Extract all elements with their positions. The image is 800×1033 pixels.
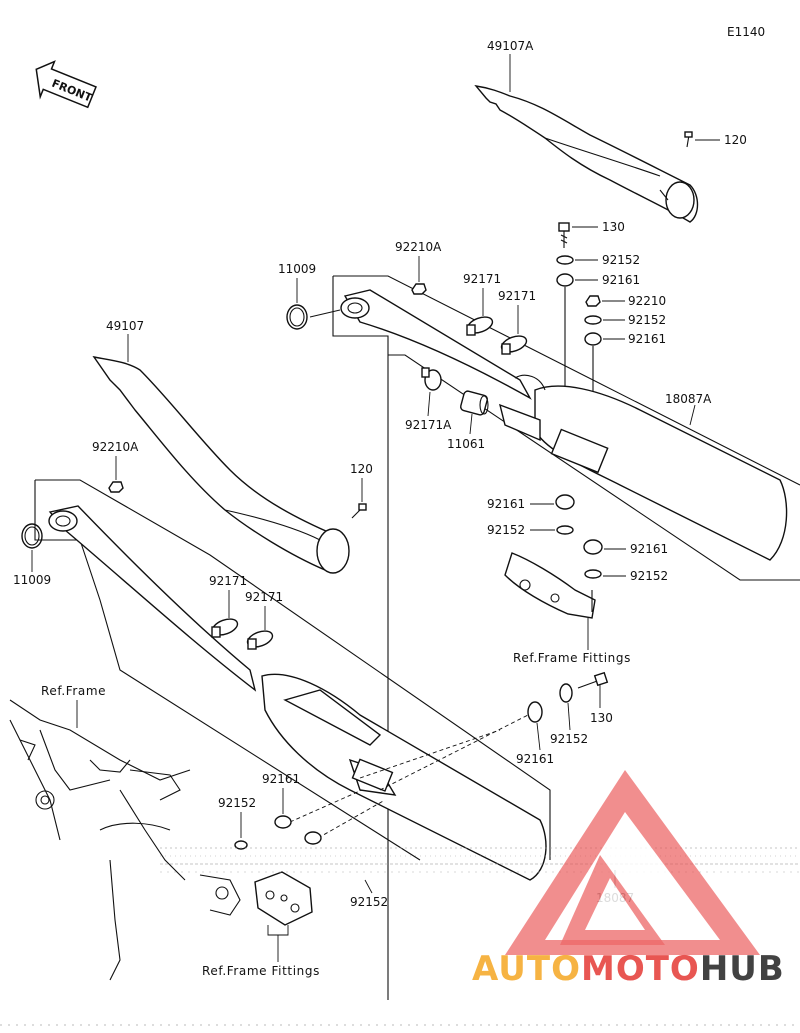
grommet-92161-f xyxy=(274,815,292,829)
label-92210A-left: 92210A xyxy=(92,440,139,454)
label-11061: 11061 xyxy=(447,437,485,451)
heat-shield-49107 xyxy=(92,355,350,574)
watermark-text: AUTOMOTOHUB xyxy=(472,949,785,989)
label-92161-e: 92161 xyxy=(516,752,554,766)
label-49107A: 49107A xyxy=(487,39,534,53)
label-ref-frame-fittings-right: Ref.Frame Fittings xyxy=(513,651,631,665)
nut-92210 xyxy=(585,295,601,307)
leader xyxy=(469,413,473,435)
grommet-92161-e xyxy=(527,701,543,723)
leader xyxy=(267,925,289,936)
label-130-low: 130 xyxy=(590,711,613,725)
muffler-frame-top xyxy=(333,275,800,486)
watermark-part1: AUTO xyxy=(472,949,581,989)
label-ref-frame: Ref.Frame xyxy=(41,684,106,698)
watermark-part2: MOTO xyxy=(581,949,700,989)
washer-92152-b xyxy=(584,315,602,325)
leader xyxy=(364,879,373,894)
leader xyxy=(567,702,571,731)
label-92171-a: 92171 xyxy=(463,272,501,286)
label-130-top: 130 xyxy=(602,220,625,234)
label-92152-c: 92152 xyxy=(487,523,525,537)
exhaust-pipe-lower xyxy=(48,505,257,692)
washer-92152-c xyxy=(556,525,574,535)
label-92171-c: 92171 xyxy=(209,574,247,588)
muffler-lower-18087 xyxy=(261,673,547,881)
bolt-130-top xyxy=(558,222,570,248)
muffler-frame-bottom xyxy=(388,354,800,581)
label-92161-f: 92161 xyxy=(262,772,300,786)
label-120-mid: 120 xyxy=(350,462,373,476)
label-92152-a: 92152 xyxy=(602,253,640,267)
grommet-92161-d xyxy=(583,539,603,555)
label-92171-d: 92171 xyxy=(245,590,283,604)
label-120-top: 120 xyxy=(724,133,747,147)
bolt-130-low xyxy=(577,671,609,689)
label-11009-top: 11009 xyxy=(278,262,316,276)
label-92161-d: 92161 xyxy=(630,542,668,556)
label-92152-d: 92152 xyxy=(630,569,668,583)
leader xyxy=(309,309,341,318)
label-92161-c: 92161 xyxy=(487,497,525,511)
lower-frame xyxy=(34,480,80,541)
diagram-code: E1140 xyxy=(727,25,765,39)
grommet-92161-c xyxy=(555,494,575,510)
label-92152-b: 92152 xyxy=(628,313,666,327)
grommet-92161-a xyxy=(556,273,574,287)
watermark-part3: HUB xyxy=(700,949,785,989)
watermark-logo: AUTOMOTOHUB xyxy=(472,770,785,989)
label-92152-g: 92152 xyxy=(350,895,388,909)
leader xyxy=(536,722,541,751)
clamp-92171-a xyxy=(466,316,494,336)
clamp-92171-d xyxy=(246,630,274,650)
label-92152-e: 92152 xyxy=(550,732,588,746)
label-18087A: 18087A xyxy=(665,392,712,406)
frame-fitting-bracket-right xyxy=(504,552,596,619)
muffler-frame-left xyxy=(332,276,389,1000)
washer-92152-e xyxy=(559,683,573,703)
clamp-92171A xyxy=(421,367,442,391)
label-92161-a: 92161 xyxy=(602,273,640,287)
bolt-120-top xyxy=(684,131,693,148)
label-92210A-top: 92210A xyxy=(395,240,442,254)
heat-shield-49107A xyxy=(474,85,699,223)
label-49107: 49107 xyxy=(106,319,144,333)
frame-fitting-bracket-bottom xyxy=(254,871,313,926)
dashed-assembly-line xyxy=(289,789,363,823)
washer-92152-a xyxy=(556,255,574,265)
washer-92152-d xyxy=(584,569,602,579)
leader xyxy=(689,404,696,426)
label-11009-left: 11009 xyxy=(13,573,51,587)
lower-frame xyxy=(79,539,421,861)
label-ref-frame-fittings-bottom: Ref.Frame Fittings xyxy=(202,964,320,978)
exhaust-pipe-upper xyxy=(340,289,532,400)
grommet-near-92152-g xyxy=(304,831,322,845)
label-92210: 92210 xyxy=(628,294,666,308)
grommet-92161-b xyxy=(584,332,602,346)
dashed-assembly-line xyxy=(317,799,386,839)
bolt-120-mid xyxy=(351,503,367,519)
nut-92210A-top xyxy=(411,283,427,295)
lower-frame xyxy=(35,479,551,860)
nut-92210A-left xyxy=(108,481,124,493)
label-92161-b: 92161 xyxy=(628,332,666,346)
label-92171A: 92171A xyxy=(405,418,452,432)
label-92152-f: 92152 xyxy=(218,796,256,810)
dashed-assembly-line xyxy=(359,729,501,779)
front-arrow-icon: FRONT xyxy=(35,60,97,109)
washer-92152-f xyxy=(234,840,248,850)
motorcycle-frame-sketch xyxy=(9,699,241,981)
sleeve-11061 xyxy=(460,390,489,416)
leader xyxy=(427,391,431,417)
muffler-upper-18087A xyxy=(498,374,788,561)
clamp-92171-b xyxy=(500,335,528,355)
clamp-92171-c xyxy=(211,618,239,638)
label-92171-b: 92171 xyxy=(498,289,536,303)
